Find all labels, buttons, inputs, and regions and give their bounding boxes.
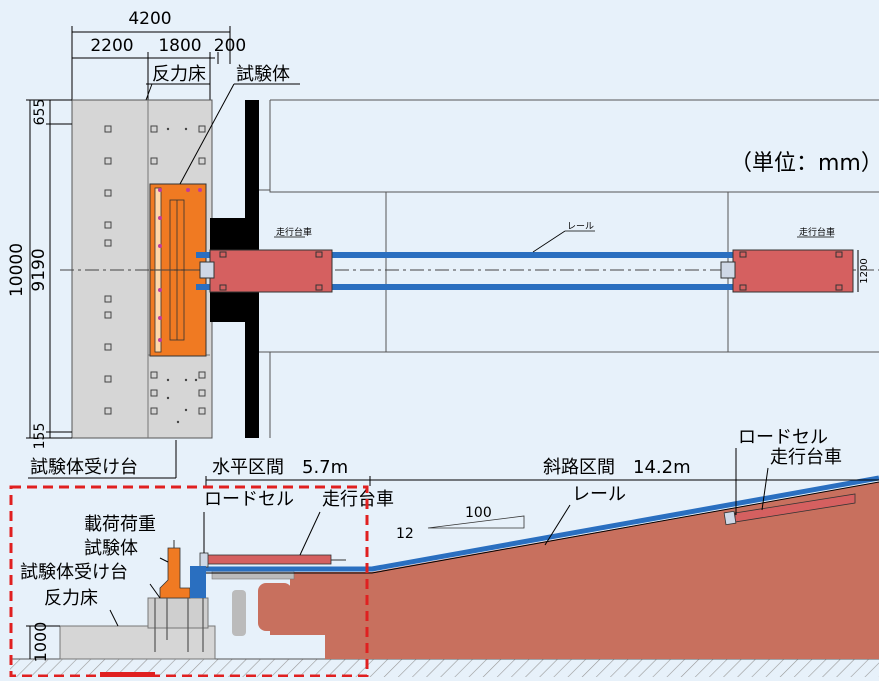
- leader-line: [149, 583, 161, 599]
- top-dimension-lines: [71, 26, 231, 100]
- leader-line: [109, 609, 119, 627]
- label-specimen-plan: 試験体: [236, 64, 290, 85]
- leader-line: [159, 557, 169, 563]
- left-dimension-lines: [26, 99, 72, 439]
- specimen-bracket: [190, 566, 206, 598]
- load-cell-right-plan: [720, 261, 736, 279]
- horizontal-deck: [211, 570, 295, 580]
- label-cart-left-plan: 走行台車: [276, 226, 312, 238]
- label-load-cell-right: ロードセル: [738, 427, 828, 448]
- leader-line: [179, 83, 235, 185]
- cart-wheel-marks: [219, 251, 843, 291]
- track-outline: [259, 99, 879, 438]
- rail-bottom-plan: [196, 284, 736, 290]
- label-specimen-base-elevation: 試験体受け台: [20, 562, 128, 583]
- retaining-block: [258, 583, 292, 631]
- dim-total-width: 4200: [128, 9, 171, 29]
- dim-slab-height: 1000: [31, 622, 50, 663]
- slope-rise: 12: [396, 526, 414, 542]
- slab-dimension: [26, 625, 60, 659]
- slope-body: [270, 482, 879, 659]
- leader-line: [532, 230, 566, 253]
- cart-right-plan: [732, 249, 854, 293]
- label-load: 載荷荷重: [84, 514, 156, 535]
- label-slope-section: 斜路区間 14.2m: [543, 457, 691, 478]
- unit-label: （単位：mm）: [730, 151, 879, 176]
- label-cart-right: 走行台車: [770, 447, 842, 468]
- dim-total-height: 10000: [7, 243, 27, 297]
- label-reaction-floor-elevation: 反力床: [44, 588, 98, 609]
- highlight-region: [9, 485, 369, 678]
- label-horizontal-section: 水平区間 5.7m: [212, 457, 348, 478]
- rail-elevation: [206, 475, 879, 572]
- specimen-base-elevation: [147, 597, 209, 629]
- load-cell-right-elevation: [723, 510, 737, 526]
- dim-cart-width: 1200: [859, 258, 870, 283]
- wall-base: [232, 590, 246, 636]
- dim-top-margin: 655: [32, 99, 48, 126]
- ground-hatch: [10, 659, 879, 677]
- reaction-floor-elevation: [59, 625, 216, 660]
- dim-bottom-margin: 155: [32, 423, 48, 450]
- dim-seg1: 2200: [90, 36, 133, 56]
- leader-line: [145, 83, 153, 101]
- anchor-rods: [154, 598, 204, 652]
- label-specimen-elevation: 試験体: [84, 538, 138, 559]
- slope-triangle: [427, 515, 525, 529]
- leader-line: [761, 467, 769, 511]
- small-dot-marks: [166, 127, 198, 424]
- dim-inner-height: 9190: [29, 248, 49, 291]
- label-load-cell-left: ロードセル: [204, 489, 294, 510]
- label-cart-right-plan: 走行台車: [799, 226, 835, 238]
- dim-seg3: 200: [214, 36, 246, 56]
- specimen-elevation: [159, 547, 191, 599]
- dim-seg2: 1800: [158, 36, 201, 56]
- leader-line: [299, 511, 321, 556]
- label-rail-elevation: レール: [572, 484, 626, 505]
- leader-line: [544, 504, 571, 546]
- label-cart-left: 走行台車: [322, 489, 394, 510]
- rail-top-plan: [196, 252, 736, 258]
- label-reaction-floor-plan: 反力床: [152, 64, 206, 85]
- specimen-markers: [158, 188, 202, 342]
- label-specimen-base-top: 試験体受け台: [30, 457, 138, 478]
- label-rail-plan: レール: [567, 222, 594, 232]
- load-cell-left-plan: [199, 261, 215, 279]
- cart-left-elevation: [205, 554, 332, 565]
- slope-run: 100: [465, 505, 492, 521]
- anchor-bolt-marks: [104, 125, 206, 415]
- highlight-bar: [100, 672, 155, 677]
- section-dim-lines: [205, 476, 879, 486]
- rail-edge: [206, 481, 879, 574]
- cart-left-plan: [209, 249, 333, 293]
- load-cell-left-elevation: [199, 552, 209, 568]
